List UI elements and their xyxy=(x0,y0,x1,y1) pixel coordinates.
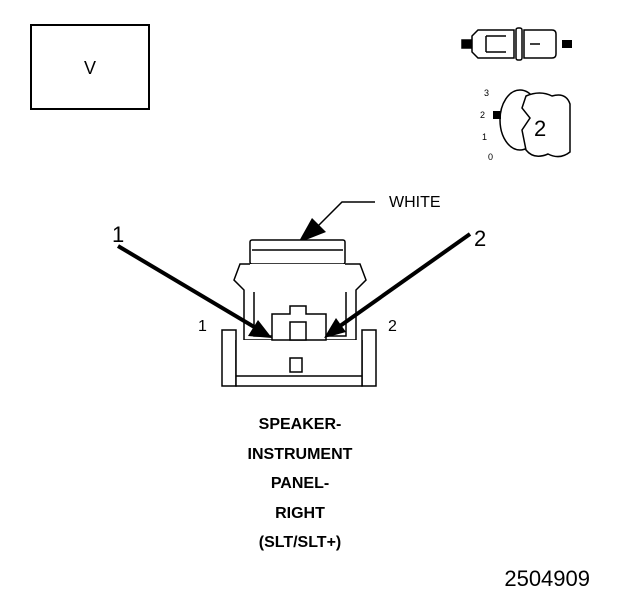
view-indicator-box: V xyxy=(30,24,150,110)
position-locator-icon xyxy=(493,89,571,158)
caption-line: RIGHT xyxy=(275,504,325,522)
callout-arrow-1-line xyxy=(116,244,258,330)
callout-arrow-2-head xyxy=(324,318,346,338)
caption-line: (SLT/SLT+) xyxy=(258,534,342,551)
locator-position-0: 0 xyxy=(488,152,494,162)
connector-caption: SPEAKER- INSTRUMENT PANEL- RIGHT (SLT/SL… xyxy=(200,410,400,558)
locator-selected-position: 2 xyxy=(534,116,547,141)
callout-1-label: 1 xyxy=(112,222,125,247)
figure-number: 2504909 xyxy=(504,566,590,591)
white-arrowhead xyxy=(298,218,326,243)
caption-line: INSTRUMENT xyxy=(247,445,353,463)
locator-position-3: 3 xyxy=(484,88,490,98)
callout-arrow-1-head xyxy=(248,320,272,338)
wire-color-label: WHITE xyxy=(389,194,441,211)
white-leader-line xyxy=(317,201,375,227)
caption-line: PANEL- xyxy=(270,475,330,492)
connector-side-icon xyxy=(461,27,572,61)
locator-position-1: 1 xyxy=(482,132,488,142)
cavity-2-label: 2 xyxy=(388,318,397,335)
cavity-1-label: 1 xyxy=(198,318,207,335)
locator-position-2: 2 xyxy=(480,110,486,120)
connector-body xyxy=(221,239,377,387)
callout-2-label: 2 xyxy=(474,226,487,251)
caption-line: SPEAKER- xyxy=(258,416,342,433)
callout-arrow-2-line xyxy=(338,232,472,328)
terminal-latch xyxy=(271,305,327,341)
view-label: V xyxy=(83,58,96,78)
